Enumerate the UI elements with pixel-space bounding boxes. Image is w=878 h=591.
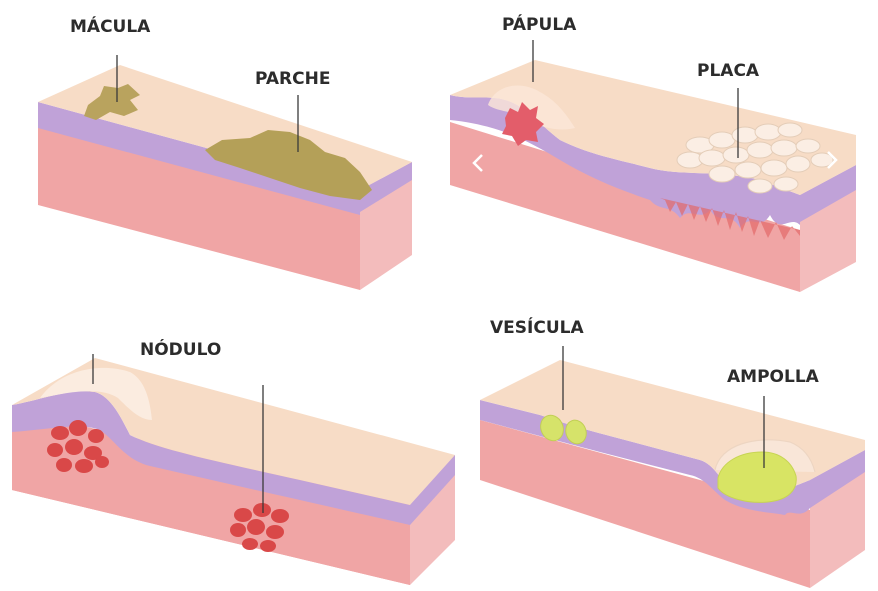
label-nodulo: NÓDULO bbox=[140, 338, 221, 360]
panel-vesicula-ampolla: VESÍCULA AMPOLLA bbox=[480, 316, 865, 588]
label-papula: PÁPULA bbox=[502, 13, 577, 35]
label-ampolla: AMPOLLA bbox=[727, 367, 820, 387]
label-vesicula: VESÍCULA bbox=[490, 316, 584, 338]
panel-nodulo: NÓDULO bbox=[12, 338, 455, 585]
label-macula: MÁCULA bbox=[70, 15, 151, 37]
panel-macula-parche: MÁCULA PARCHE bbox=[38, 15, 412, 290]
label-parche: PARCHE bbox=[255, 69, 330, 89]
label-placa: PLACA bbox=[697, 61, 760, 81]
panel-papula-placa: PÁPULA PLACA bbox=[450, 13, 856, 292]
